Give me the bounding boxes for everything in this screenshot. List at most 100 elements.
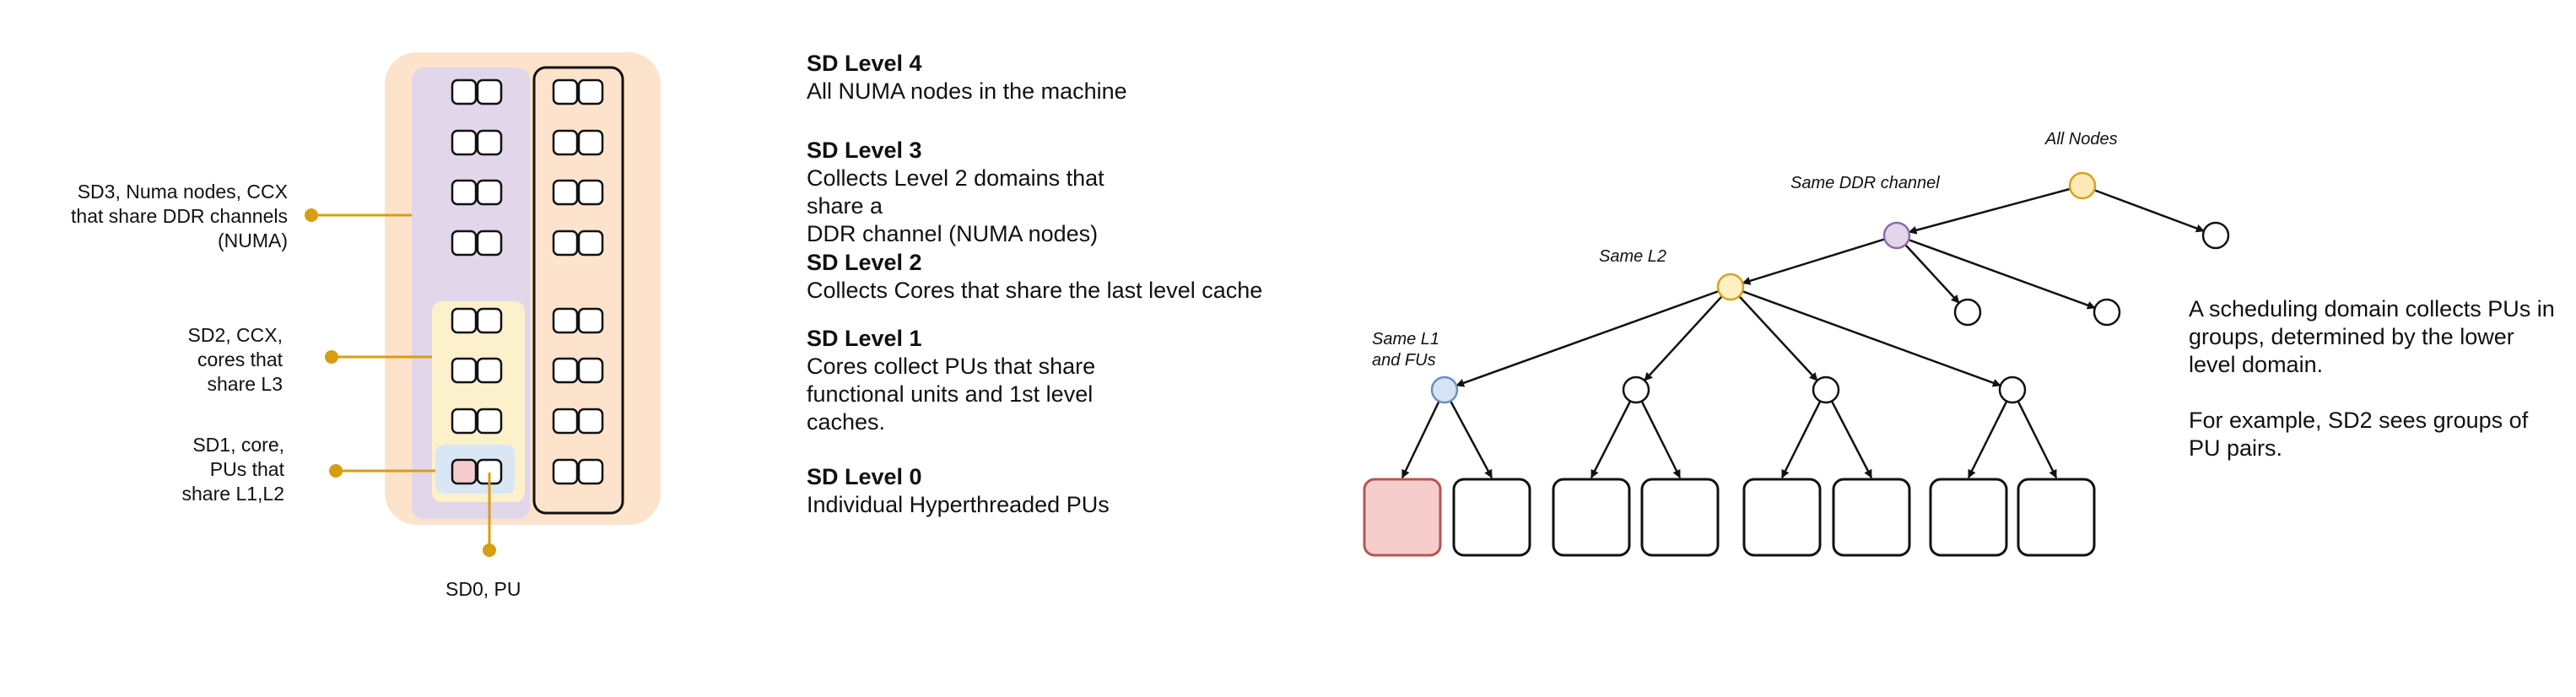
pu-leaf xyxy=(1640,478,1720,557)
pu-box xyxy=(552,307,579,334)
sd-level-4: SD Level 4 All NUMA nodes in the machine xyxy=(807,50,1347,105)
sd-level-description: Collects Cores that share the last level… xyxy=(807,278,1263,303)
tree-edge-arrow xyxy=(1640,400,1682,478)
tree-edge-arrow xyxy=(1904,244,1960,304)
tree-root-node xyxy=(2068,171,2097,200)
second-ccx-box xyxy=(532,66,624,515)
tree-edge-arrow xyxy=(1742,238,1886,285)
sd-level-0: SD Level 0 Individual Hyperthreaded PUs xyxy=(807,463,1347,519)
sd1-callout-label: SD1, core, PUs that share L1,L2 xyxy=(181,434,284,505)
tree-edge-arrow xyxy=(1908,187,2071,235)
core-pu-pair xyxy=(552,230,604,257)
sd-level-description: Collects Level 2 domains that share a DD… xyxy=(807,165,1104,246)
pu-leaf xyxy=(2017,478,2096,557)
pu-box xyxy=(577,179,604,206)
pu-box xyxy=(552,230,579,257)
tree-edge-arrow xyxy=(1967,400,2008,478)
sd-level-title: SD Level 0 xyxy=(807,464,922,489)
tree-edge-arrow xyxy=(1738,295,1818,381)
tree-l2-node xyxy=(1716,273,1745,301)
tree-edge-arrow xyxy=(1908,238,2096,310)
core-pu-pair xyxy=(451,78,503,105)
pu-box xyxy=(577,458,604,485)
core-pu-pair xyxy=(451,408,503,435)
pu-box xyxy=(577,357,604,384)
pu-box xyxy=(476,307,503,334)
tree-ddr-child-node xyxy=(1953,298,1982,327)
pu-box xyxy=(552,357,579,384)
sd1-callout-dot xyxy=(329,464,343,478)
tree-leaves xyxy=(1363,478,2096,557)
tree-edge-arrow xyxy=(1830,400,1873,478)
pu-box xyxy=(476,357,503,384)
domain-tree xyxy=(1363,171,2230,557)
tree-right-leaf-node xyxy=(2201,221,2230,250)
pu-box xyxy=(451,230,478,257)
tree-edge-arrow xyxy=(1742,289,2001,387)
pu-box xyxy=(476,78,503,105)
tree-edge-arrow xyxy=(1590,400,1632,478)
pu-box xyxy=(552,179,579,206)
tree-core-node xyxy=(1998,376,2027,404)
sd-level-title: SD Level 4 xyxy=(807,51,922,76)
core-pu-pair xyxy=(552,458,604,485)
pu-box xyxy=(451,408,478,435)
sd3-callout-dot xyxy=(305,208,318,222)
sd-level-description: Individual Hyperthreaded PUs xyxy=(807,492,1110,517)
tree-edge-arrow xyxy=(1450,400,1493,478)
note-paragraph: For example, SD2 sees groups of PU pairs… xyxy=(2189,408,2529,461)
tree-edge-arrow xyxy=(1401,400,1440,478)
pu-box xyxy=(476,230,503,257)
core-pu-pair xyxy=(552,408,604,435)
pu-leaf xyxy=(1452,478,1531,557)
pu-leaf xyxy=(1742,478,1822,557)
pu-box xyxy=(552,408,579,435)
pu-box xyxy=(451,78,478,105)
tree-core-node xyxy=(1622,376,1650,404)
tree-label-same-ddr: Same DDR channel xyxy=(1790,174,1940,192)
sd-level-description: Cores collect PUs that share functional … xyxy=(807,354,1096,435)
pu-box xyxy=(577,408,604,435)
core-pu-pair xyxy=(451,230,503,257)
core-pu-pair xyxy=(451,357,503,384)
pu-box xyxy=(577,230,604,257)
tree-l1-node xyxy=(1430,376,1459,404)
highlighted-pu-leaf xyxy=(1363,478,1442,557)
core-pu-pair xyxy=(552,129,604,156)
tree-edges xyxy=(1401,187,2205,478)
tree-edge-arrow xyxy=(1644,295,1723,381)
pu-box xyxy=(552,78,579,105)
core-pu-pair xyxy=(451,307,503,334)
pu-box xyxy=(451,129,478,156)
tree-label-same-l2: Same L2 xyxy=(1599,247,1667,266)
tree-edge-arrow xyxy=(2017,400,2058,478)
sd-level-title: SD Level 2 xyxy=(807,250,922,275)
pu-box xyxy=(476,408,503,435)
sd-level-title: SD Level 1 xyxy=(807,326,922,351)
sd0-callout-dot xyxy=(483,543,496,557)
pu-box xyxy=(577,78,604,105)
pu-box xyxy=(552,458,579,485)
core-pu-pair xyxy=(451,458,503,485)
pu-leaf xyxy=(1832,478,1911,557)
tree-ddr-child-node xyxy=(2093,298,2121,327)
tree-edge-arrow xyxy=(1780,400,1822,478)
pu-leaf xyxy=(1552,478,1631,557)
tree-label-all-nodes: All Nodes xyxy=(2045,130,2118,149)
pu-box xyxy=(577,307,604,334)
pu-leaf xyxy=(1929,478,2008,557)
sd2-callout-dot xyxy=(325,350,338,364)
sd2-callout-label: SD2, CCX, cores that share L3 xyxy=(187,324,283,395)
core-pu-pair xyxy=(552,357,604,384)
core-pu-pair xyxy=(552,78,604,105)
sd0-callout-label: SD0, PU xyxy=(446,578,521,600)
topology-diagram xyxy=(305,52,661,557)
pu-box xyxy=(476,179,503,206)
core-pu-pair xyxy=(552,179,604,206)
sd-level-1: SD Level 1 Cores collect PUs that share … xyxy=(807,325,1347,436)
tree-ddr-node xyxy=(1882,221,1911,250)
pu-box xyxy=(552,129,579,156)
core-pu-pair xyxy=(552,307,604,334)
sd-level-2: SD Level 2 Collects Cores that share the… xyxy=(807,249,1347,305)
scheduling-note: A scheduling domain collects PUs in grou… xyxy=(2189,295,2560,490)
